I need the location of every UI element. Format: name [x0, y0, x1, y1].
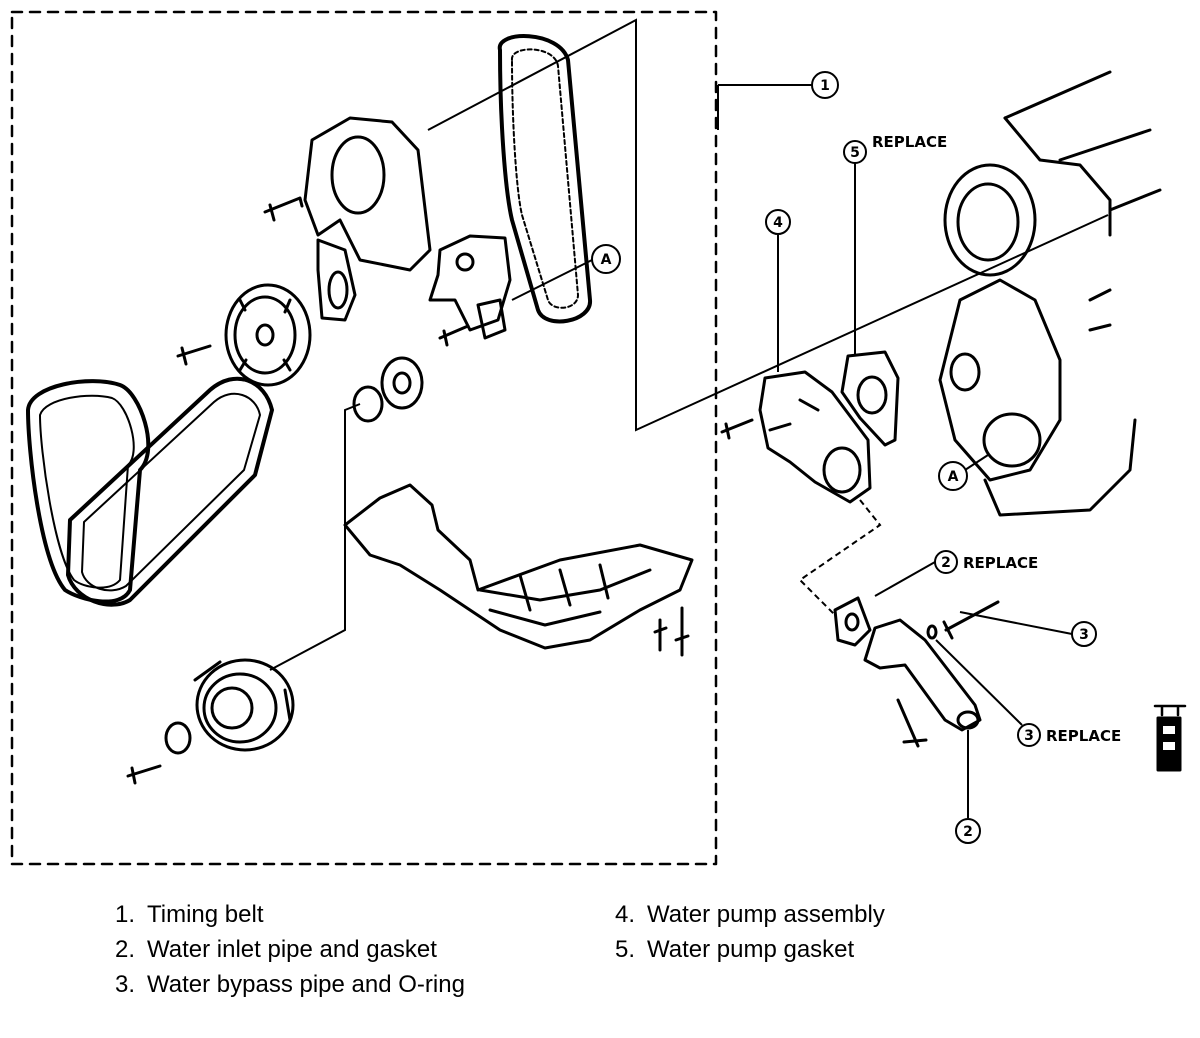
callout-3-bottom-circle	[1017, 723, 1041, 747]
legend-text: Timing belt	[147, 901, 264, 928]
bracket-washer	[352, 385, 384, 423]
drive-belt-small	[66, 376, 274, 607]
cover-bolt	[263, 196, 304, 222]
legend-item-1: 1. Timing belt	[95, 897, 492, 932]
leader-line-a-right	[964, 454, 989, 471]
water-pump-pulley	[224, 283, 312, 387]
legend-number: 3.	[114, 971, 135, 998]
legend-number: 1.	[114, 901, 135, 928]
callout-3-top-circle	[1071, 621, 1097, 647]
pulley-bolt	[176, 344, 212, 366]
callout-3-replace: REPLACE	[1046, 727, 1121, 745]
legend-number: 4.	[614, 901, 635, 928]
water-inlet-pipe	[863, 618, 982, 732]
callout-a-right-label: A	[948, 469, 959, 485]
leader-line-a	[511, 259, 593, 301]
callout-2-bottom-circle	[955, 818, 981, 844]
legend-item-2: 2. Water inlet pipe and gasket	[95, 932, 492, 967]
callout-3-bottom-label: 3	[1024, 728, 1034, 744]
drive-belt-large	[26, 379, 151, 604]
water-pump	[758, 370, 872, 504]
leader-line-pulley	[269, 403, 361, 671]
bypass-o-ring	[926, 624, 938, 640]
lower-timing-cover	[343, 483, 694, 650]
legend-text: Water pump gasket	[647, 936, 855, 963]
leader-line-belt	[427, 18, 1109, 432]
callout-3-top-label: 3	[1079, 627, 1089, 643]
callout-2-top-label: 2	[941, 555, 951, 571]
legend-number: 2.	[114, 936, 135, 963]
water-inlet-gasket	[833, 596, 872, 647]
bypass-bolt	[942, 600, 1000, 640]
legend-item-5: 5. Water pump gasket	[595, 932, 992, 967]
callout-5-label: 5	[850, 145, 860, 161]
callout-4-circle	[765, 209, 791, 235]
legend-text: Water pump assembly	[647, 901, 885, 928]
legend-right-column: 4. Water pump assembly 5. Water pump gas…	[595, 897, 992, 967]
exploded-parts-diagram: 1 A 4 5 REPLACE 2 REPLACE 3 3 REPLACE 2 …	[10, 10, 1187, 866]
legend-left-column: 1. Timing belt 2. Water inlet pipe and g…	[95, 897, 492, 1002]
inlet-pipe-bolt	[896, 698, 928, 748]
upper-timing-cover	[303, 116, 432, 322]
engine-block	[938, 70, 1162, 517]
callout-2-replace: REPLACE	[963, 554, 1038, 572]
legend-number: 5.	[614, 936, 635, 963]
leader-line-3-bottom	[935, 639, 1023, 726]
crank-washer	[164, 721, 192, 755]
callout-a-label: A	[601, 252, 612, 268]
crank-bolt	[126, 764, 162, 785]
timing-belt	[497, 34, 592, 324]
callout-4-label: 4	[773, 215, 783, 231]
callout-1-circle	[811, 71, 839, 99]
leader-line-2-top	[874, 561, 936, 597]
crankshaft-pulley	[193, 658, 295, 752]
tensioner-bolt	[438, 324, 470, 347]
callout-2-bottom-label: 2	[963, 824, 973, 840]
dashed-enclosure-box	[10, 10, 718, 866]
legend-text: Water inlet pipe and gasket	[147, 936, 437, 963]
water-pump-gasket	[840, 350, 900, 447]
water-pump-bolt	[720, 418, 754, 440]
idler-pulley	[380, 356, 424, 410]
callout-1-label: 1	[820, 78, 830, 94]
callout-a-circle	[591, 244, 621, 274]
leader-line-1	[717, 84, 812, 130]
timing-belt-tensioner	[428, 234, 512, 340]
callout-2-top-circle	[934, 550, 958, 574]
callout-a-right-circle	[938, 461, 968, 491]
callout-5-replace: REPLACE	[872, 133, 947, 151]
leader-line-3-top	[959, 611, 1073, 635]
legend-item-3: 3. Water bypass pipe and O-ring	[95, 967, 492, 1002]
sealant-tube-icon	[1153, 704, 1187, 772]
legend-item-4: 4. Water pump assembly	[595, 897, 992, 932]
dashed-connector	[798, 499, 882, 616]
legend-text: Water bypass pipe and O-ring	[147, 971, 465, 998]
pan-bolts	[653, 606, 690, 657]
callout-5-circle	[843, 140, 867, 164]
